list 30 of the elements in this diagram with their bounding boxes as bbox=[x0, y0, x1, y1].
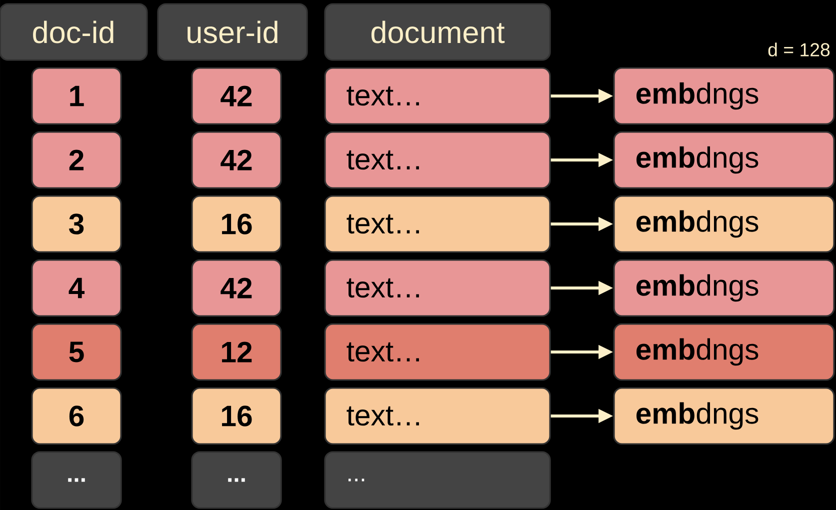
table-cell: embdngs bbox=[613, 259, 835, 317]
table-cell: embdngs bbox=[613, 195, 835, 253]
table-cell: embdngs bbox=[613, 131, 835, 189]
table-cell: 42 bbox=[191, 131, 282, 189]
ellipsis-cell: ... bbox=[31, 451, 122, 509]
table-cell: text… bbox=[324, 195, 551, 253]
table-cell: 3 bbox=[31, 195, 122, 253]
table-cell: 16 bbox=[191, 195, 282, 253]
column-header: doc-id bbox=[0, 3, 148, 61]
table-cell: 5 bbox=[31, 323, 122, 381]
table-cell: 1 bbox=[31, 67, 122, 125]
ellipsis-cell: ... bbox=[191, 451, 282, 509]
table-cell: text… bbox=[324, 259, 551, 317]
table-cell: embdngs bbox=[613, 387, 835, 445]
column-header: user-id bbox=[157, 3, 308, 61]
table-cell: 4 bbox=[31, 259, 122, 317]
table-cell: embdngs bbox=[613, 67, 835, 125]
table-cell: 16 bbox=[191, 387, 282, 445]
table-cell: 6 bbox=[31, 387, 122, 445]
table-cell: text… bbox=[324, 67, 551, 125]
table-cell: 42 bbox=[191, 67, 282, 125]
table-cell: text… bbox=[324, 131, 551, 189]
table-cell: 12 bbox=[191, 323, 282, 381]
table-cell: embdngs bbox=[613, 323, 835, 381]
ellipsis-cell: ... bbox=[324, 451, 551, 509]
column-header: document bbox=[324, 3, 551, 61]
table-cell: text… bbox=[324, 323, 551, 381]
table-cell: 42 bbox=[191, 259, 282, 317]
table-cell: text… bbox=[324, 387, 551, 445]
table-cell: 2 bbox=[31, 131, 122, 189]
